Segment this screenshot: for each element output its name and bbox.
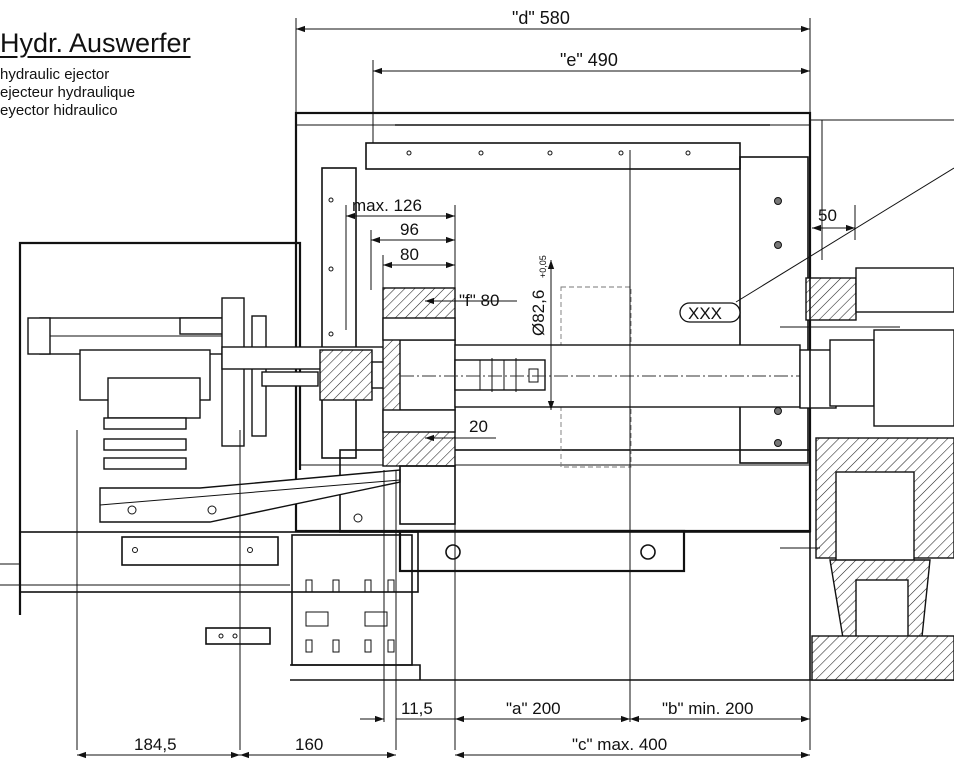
dimension-labels: "d" 580 "e" 490 max. 126 96 80 "f" 80 Ø8… (134, 8, 837, 754)
title-spanish: eyector hidraulico (0, 102, 118, 119)
ejector-plate (382, 287, 456, 525)
title-french: ejecteur hydraulique (0, 84, 136, 101)
clamp-section (780, 120, 954, 681)
dim-20: 20 (469, 417, 488, 436)
title-english: hydraulic ejector (0, 66, 110, 83)
ejector-shaft (400, 344, 801, 408)
dim-11-5: 11,5 (401, 699, 433, 718)
xxx-callout-box (679, 302, 741, 323)
title-german: Hydr. Auswerfer (0, 28, 191, 58)
dim-c-max-400: "c" max. 400 (572, 735, 667, 754)
dim-f-80: "f" 80 (459, 291, 499, 310)
dim-xxx: XXX (688, 304, 722, 323)
hydraulic-cylinder (27, 297, 403, 523)
dim-diameter-tolerance: +0,05 (538, 255, 548, 278)
dim-a-200: "a" 200 (506, 699, 561, 718)
dim-184-5: 184,5 (134, 735, 177, 754)
dim-50: 50 (818, 206, 837, 225)
dim-80: 80 (400, 245, 419, 264)
dimension-lines (76, 18, 954, 759)
dim-max-126: max. 126 (352, 196, 422, 215)
dim-e-490: "e" 490 (560, 50, 618, 70)
dim-96: 96 (400, 220, 419, 239)
dim-160: 160 (295, 735, 323, 754)
dim-b-min-200: "b" min. 200 (662, 699, 753, 718)
dim-diameter: Ø82,6 (529, 290, 548, 336)
dim-d-580: "d" 580 (512, 8, 570, 28)
